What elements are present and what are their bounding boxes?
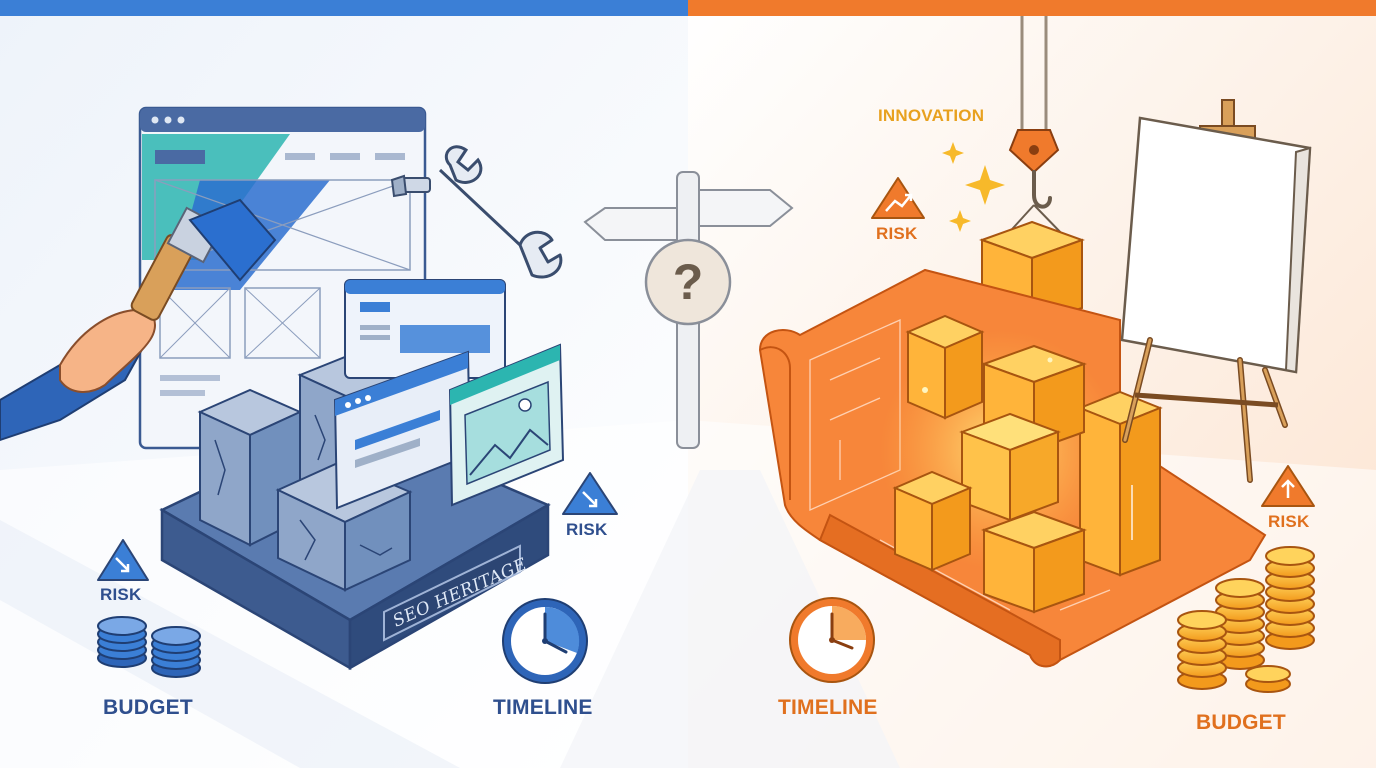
- easel-canvas-icon: [1120, 99, 1312, 483]
- warning-up-arrow-icon-2: [1261, 465, 1315, 507]
- warning-up-arrow-icon: [871, 177, 925, 219]
- left-risk-label-2: RISK: [566, 520, 608, 539]
- sparkle-icons: [942, 142, 1005, 232]
- image-card-icon: [448, 343, 565, 507]
- right-budget-label: BUDGET: [1196, 711, 1286, 734]
- clock-icon-orange: [789, 597, 875, 683]
- top-bar-blue: [0, 0, 688, 16]
- top-bar-orange: [688, 0, 1376, 16]
- left-risk-label: RISK: [100, 585, 142, 604]
- innovation-label: INNOVATION: [878, 106, 985, 125]
- browser-card-mid-icon: [333, 350, 472, 510]
- cube-stack: [892, 314, 1163, 614]
- warning-down-arrow-icon: [97, 539, 149, 581]
- question-mark: ?: [673, 254, 704, 310]
- browser-card-top-icon: [344, 279, 506, 379]
- clock-icon-blue: [502, 598, 588, 684]
- right-risk-label-2: RISK: [1268, 512, 1310, 531]
- right-risk-label: RISK: [876, 224, 918, 243]
- warning-down-arrow-icon-2: [562, 472, 618, 515]
- blue-coins-icon: [97, 616, 201, 678]
- left-budget-label: BUDGET: [103, 696, 193, 719]
- hand-paintbrush-icon: [0, 198, 277, 442]
- left-timeline-label: TIMELINE: [493, 696, 593, 719]
- crane-hook-icon: [1003, 16, 1067, 239]
- wrench-icon: [390, 145, 563, 279]
- signpost-icon: ?: [583, 171, 794, 449]
- right-timeline-label: TIMELINE: [778, 696, 878, 719]
- gold-coins-icon: [1177, 546, 1315, 693]
